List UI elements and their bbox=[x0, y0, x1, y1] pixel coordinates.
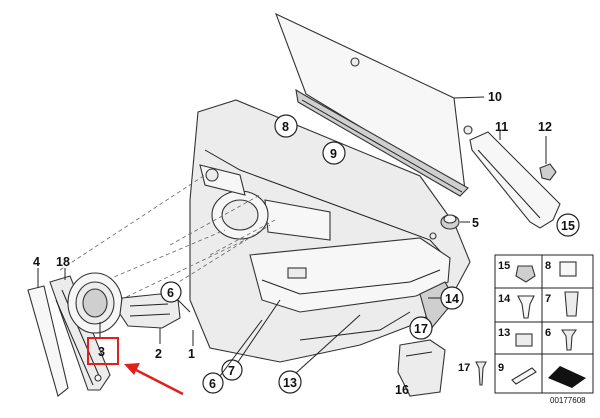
callout-18: 18 bbox=[56, 255, 70, 269]
callout-5: 5 bbox=[472, 216, 479, 230]
callout-11: 11 bbox=[495, 120, 508, 134]
callout-4: 4 bbox=[33, 255, 40, 269]
callout-3: 3 bbox=[98, 345, 105, 359]
speaker-cover bbox=[67, 272, 123, 334]
screw-icon bbox=[560, 329, 578, 351]
sunshade-part bbox=[275, 12, 469, 197]
clip-icon bbox=[511, 367, 537, 385]
rivet-icon bbox=[517, 295, 535, 319]
callout-14: 14 bbox=[445, 292, 459, 306]
highlight-box bbox=[87, 337, 119, 365]
callout-16: 16 bbox=[395, 383, 409, 397]
callout-15: 15 bbox=[561, 219, 575, 233]
expansion-nut-icon bbox=[564, 291, 579, 317]
callout-17: 17 bbox=[414, 322, 428, 336]
callout-2: 2 bbox=[155, 347, 162, 361]
fastener-legend: 15 8 14 7 13 6 17 9 00177608 bbox=[458, 254, 594, 405]
legend-14: 14 bbox=[498, 293, 511, 305]
bracket-16 bbox=[397, 339, 446, 397]
callout-9: 9 bbox=[330, 147, 337, 161]
legend-17: 17 bbox=[458, 362, 470, 374]
nut-icon bbox=[515, 333, 533, 347]
reference-number: 00177608 bbox=[550, 396, 586, 405]
clip-5 bbox=[440, 214, 460, 230]
screw-icon bbox=[475, 361, 487, 386]
legend-7: 7 bbox=[545, 293, 551, 305]
callout-6-bottom: 6 bbox=[209, 377, 216, 391]
clip-icon bbox=[559, 261, 577, 277]
callout-12: 12 bbox=[538, 120, 552, 134]
callout-7: 7 bbox=[228, 364, 235, 378]
side-window-shade-11 bbox=[463, 125, 561, 229]
cap-12 bbox=[539, 163, 557, 181]
legend-13: 13 bbox=[498, 327, 510, 339]
legend-9: 9 bbox=[498, 362, 504, 374]
trim-strip-4 bbox=[27, 285, 69, 397]
door-trim-panel bbox=[189, 99, 471, 363]
legend-15: 15 bbox=[498, 260, 510, 272]
red-arrow bbox=[124, 363, 184, 396]
callout-8: 8 bbox=[282, 120, 289, 134]
legend-6: 6 bbox=[545, 327, 551, 339]
clip-icon bbox=[515, 265, 536, 283]
legend-8: 8 bbox=[545, 260, 551, 272]
scale-icon bbox=[548, 366, 586, 388]
callout-13: 13 bbox=[283, 376, 297, 390]
callout-6-left: 6 bbox=[167, 286, 174, 300]
callout-1: 1 bbox=[188, 347, 195, 361]
callout-10: 10 bbox=[488, 90, 502, 104]
door-handle-2 bbox=[119, 293, 181, 329]
